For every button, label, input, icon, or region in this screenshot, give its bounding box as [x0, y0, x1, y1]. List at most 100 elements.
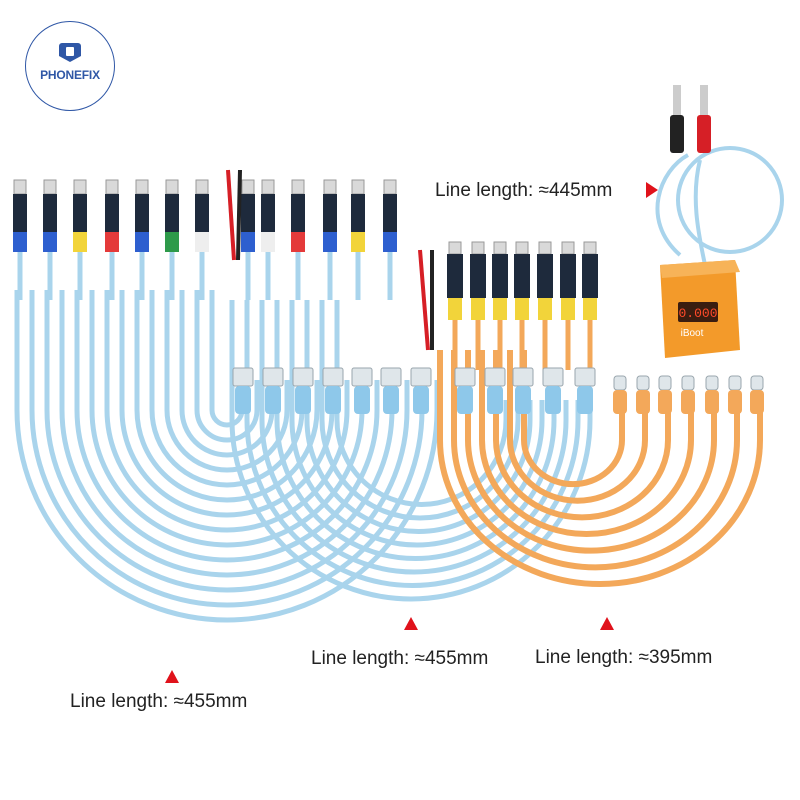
blue-cable	[149, 290, 305, 488]
fpc-board	[383, 194, 397, 232]
cable-drops	[17, 252, 593, 370]
banana-plug-red-tip	[700, 85, 708, 125]
fpc-sleeve	[351, 232, 365, 252]
orange-cable	[521, 350, 625, 488]
usb-c-housing	[681, 390, 695, 414]
blue-cable	[29, 290, 425, 608]
usb-c-housing	[750, 390, 764, 414]
usb-a-housing	[265, 386, 281, 414]
usb-a-housing	[325, 386, 341, 414]
clip-lead-red	[226, 169, 236, 261]
blue-cable	[59, 290, 395, 578]
fpc-board	[447, 254, 463, 298]
usb-connectors	[232, 367, 764, 414]
fpc-sleeve	[471, 298, 485, 320]
blue-cable	[194, 290, 260, 443]
fpc-board	[261, 194, 275, 232]
phonefix-logo: PHONEFIX	[25, 21, 115, 111]
fpc-board	[73, 194, 87, 232]
fpc-board	[560, 254, 576, 298]
usb-a-housing	[295, 386, 311, 414]
fpc-board	[537, 254, 553, 298]
fpc-sleeve	[583, 298, 597, 320]
usb-c-housing	[705, 390, 719, 414]
orange-cable	[479, 350, 694, 537]
blue-cable	[164, 290, 290, 473]
caption-left-line: Line length: ≈455mm	[70, 691, 248, 712]
fpc-connectors	[13, 169, 598, 351]
arrow-right-icon	[646, 182, 658, 198]
orange-cable	[493, 350, 671, 521]
blue-cable	[119, 290, 335, 518]
clip-lead-black	[236, 169, 242, 261]
usb-c-housing	[658, 390, 672, 414]
fpc-sleeve	[291, 232, 305, 252]
fpc-sleeve	[323, 232, 337, 252]
fpc-board	[43, 194, 57, 232]
fpc-sleeve	[493, 298, 507, 320]
fpc-sleeve	[515, 298, 529, 320]
usb-c-housing	[636, 390, 650, 414]
usb-a-housing	[413, 386, 429, 414]
power-box-display	[678, 302, 718, 322]
usb-c-housing	[728, 390, 742, 414]
phonefix-logo-icon	[59, 43, 81, 62]
arrow-up-icon	[165, 670, 179, 683]
power-box-brand: iBoot	[681, 328, 704, 339]
orange-cable	[451, 350, 740, 571]
usb-a-housing	[383, 386, 399, 414]
orange-cable-group	[437, 350, 763, 587]
fpc-board	[105, 194, 119, 232]
usb-a-housing	[235, 386, 251, 414]
usb-a-housing	[515, 386, 531, 414]
usb-a-housing	[487, 386, 503, 414]
banana-plug-black-tip	[673, 85, 681, 125]
blue-cable	[14, 290, 440, 623]
blue-cable	[104, 290, 350, 533]
fpc-board	[514, 254, 530, 298]
fpc-sleeve	[43, 232, 57, 252]
fpc-board	[165, 194, 179, 232]
power-box-display-value: 0.000	[678, 306, 717, 321]
fpc-board	[195, 194, 209, 232]
fpc-board	[291, 194, 305, 232]
fpc-board	[582, 254, 598, 298]
caption-orange-line: Line length: ≈395mm	[535, 647, 713, 668]
usb-c-housing	[613, 390, 627, 414]
usb-a-housing	[545, 386, 561, 414]
fpc-sleeve	[448, 298, 462, 320]
blue-cable	[274, 300, 557, 561]
blue-cable	[319, 300, 521, 521]
fpc-sleeve	[73, 232, 87, 252]
fpc-board	[323, 194, 337, 232]
fpc-board	[470, 254, 486, 298]
fpc-sleeve	[261, 232, 275, 252]
blue-cable	[289, 300, 545, 548]
blue-cable	[44, 290, 410, 593]
power-box: 0.000 iBoot	[655, 85, 784, 358]
arrow-up-icon	[404, 617, 418, 630]
orange-cable	[507, 350, 648, 504]
orange-cable	[437, 350, 763, 587]
fpc-sleeve	[561, 298, 575, 320]
orange-cable	[465, 350, 717, 554]
fpc-sleeve	[165, 232, 179, 252]
fpc-board	[492, 254, 508, 298]
blue-cable	[304, 300, 533, 534]
fpc-sleeve	[13, 232, 27, 252]
blue-cable	[229, 300, 593, 602]
fpc-sleeve	[538, 298, 552, 320]
fpc-sleeve	[105, 232, 119, 252]
usb-a-housing	[457, 386, 473, 414]
caption-power-line: Line length: ≈445mm	[435, 180, 613, 201]
fpc-board	[241, 194, 255, 232]
blue-cable	[74, 290, 380, 563]
fpc-board	[135, 194, 149, 232]
blue-cable	[244, 300, 581, 588]
fpc-board	[13, 194, 27, 232]
usb-a-housing	[354, 386, 370, 414]
fpc-board	[351, 194, 365, 232]
logo-text: PHONEFIX	[40, 68, 100, 82]
